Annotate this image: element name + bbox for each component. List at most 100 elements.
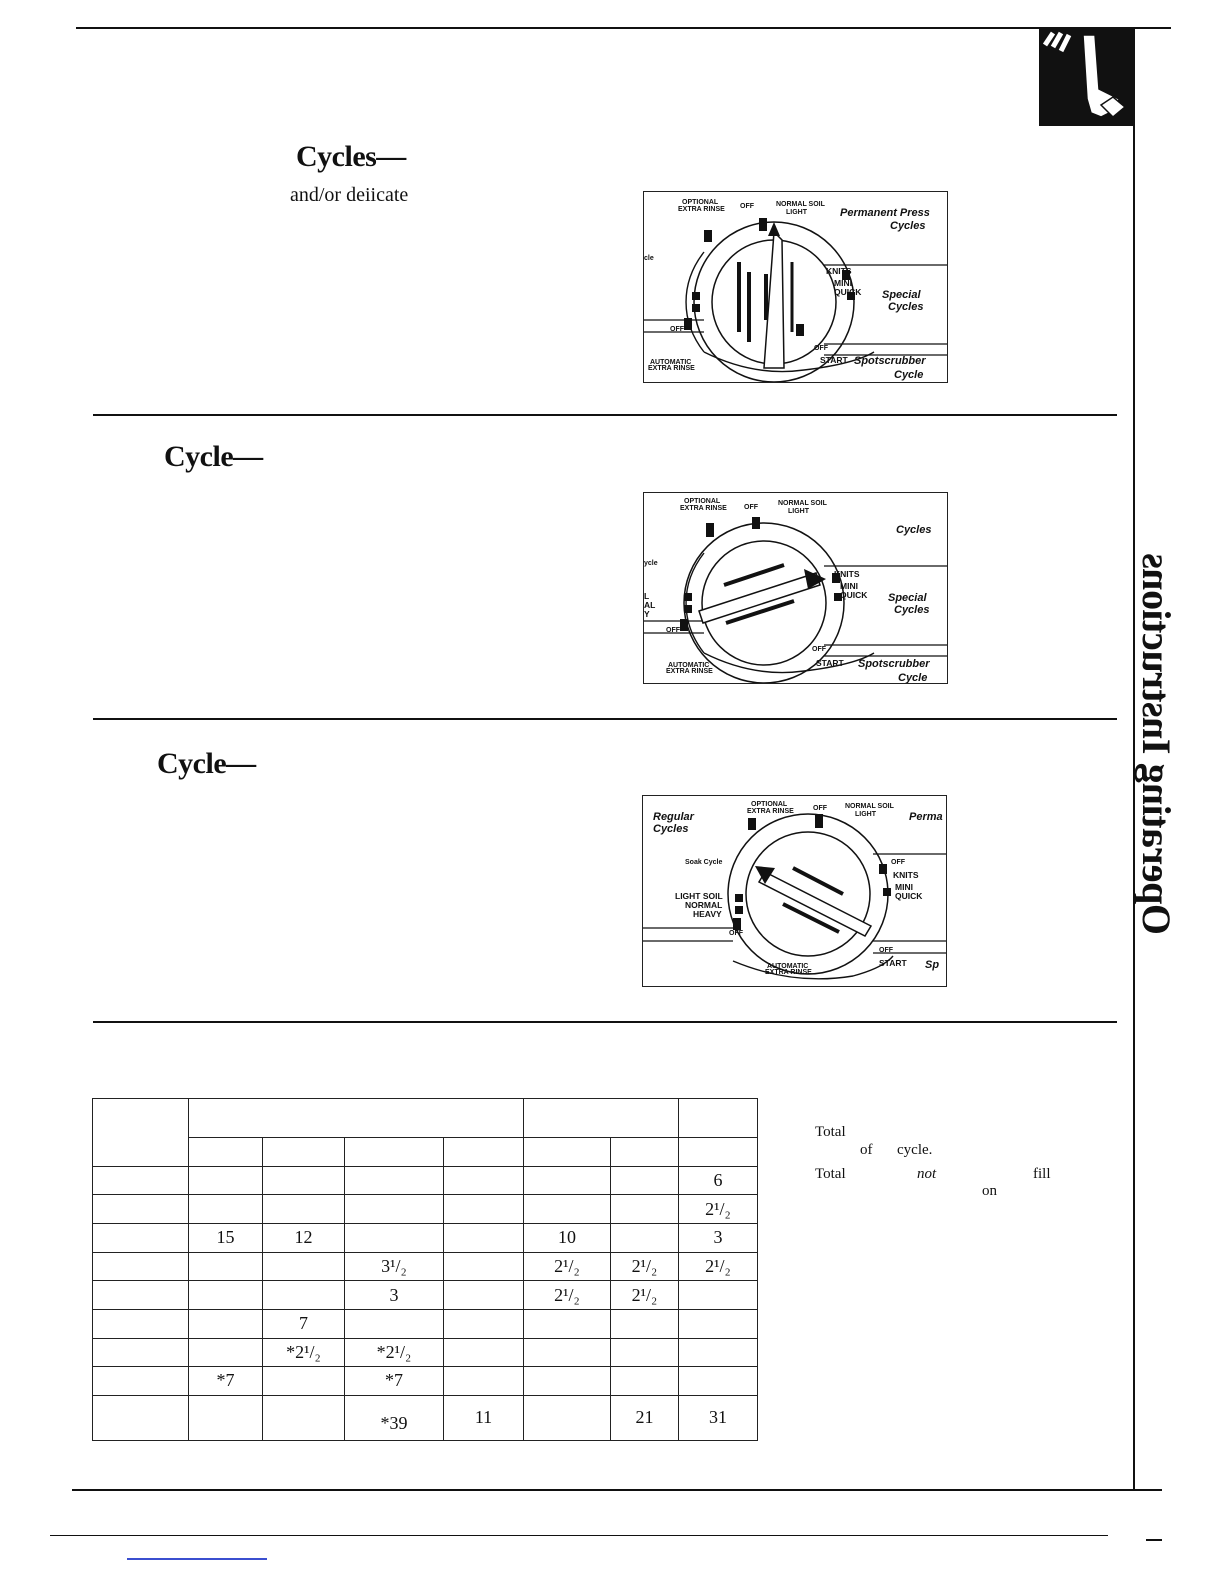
svg-text:Regular: Regular: [653, 811, 695, 823]
svg-text:OFF: OFF: [891, 859, 906, 866]
svg-text:OFF: OFF: [813, 805, 828, 812]
svg-text:HEAVY: HEAVY: [693, 909, 722, 919]
footer-dash: [1146, 1539, 1162, 1541]
footer-rule: [50, 1535, 1108, 1536]
svg-text:AUTOMATIC: AUTOMATIC: [767, 963, 808, 970]
table-header-row-2: [93, 1136, 758, 1167]
note-2-word-on: on: [982, 1183, 997, 1199]
svg-text:KNITS: KNITS: [834, 569, 860, 579]
svg-text:EXTRA RINSE: EXTRA RINSE: [680, 505, 727, 512]
table-header-row-1: [92, 1098, 758, 1167]
note-1-word-of: of: [860, 1142, 873, 1158]
svg-text:START: START: [820, 355, 849, 365]
note-1-word-total: Total: [815, 1124, 846, 1140]
svg-text:QUICK: QUICK: [895, 891, 923, 901]
svg-text:OFF: OFF: [670, 326, 685, 333]
dial-diagram-2: OPTIONAL EXTRA RINSE OFF NORMAL SOIL LIG…: [644, 498, 947, 683]
svg-text:LIGHT: LIGHT: [788, 508, 810, 515]
table-header-group-3: [678, 1098, 758, 1138]
svg-text:QUICK: QUICK: [834, 287, 862, 297]
svg-text:LIGHT SOIL: LIGHT SOIL: [675, 891, 723, 901]
svg-text:EXTRA RINSE: EXTRA RINSE: [765, 969, 812, 976]
svg-text:Cycles: Cycles: [896, 524, 931, 536]
svg-text:Cycles: Cycles: [890, 220, 925, 232]
svg-text:Cycles: Cycles: [888, 301, 923, 313]
dial-panel-permanent-press: OPTIONAL EXTRA RINSE OFF NORMAL SOIL LIG…: [643, 191, 948, 383]
svg-text:NORMAL: NORMAL: [685, 900, 722, 910]
svg-text:OFF: OFF: [812, 646, 827, 653]
table-header-group-2: [523, 1098, 679, 1138]
svg-text:OPTIONAL: OPTIONAL: [682, 199, 719, 206]
svg-text:LIGHT: LIGHT: [855, 811, 877, 818]
svg-text:Sp: Sp: [925, 959, 939, 971]
svg-text:Y: Y: [644, 609, 650, 619]
svg-text:NORMAL SOIL: NORMAL SOIL: [776, 201, 826, 208]
svg-text:Cycles: Cycles: [894, 604, 929, 616]
svg-text:Special: Special: [888, 592, 927, 604]
top-rule: [76, 27, 1171, 29]
svg-text:Cycle: Cycle: [894, 369, 923, 381]
dial-panel-soak: Regular Cycles OPTIONAL EXTRA RINSE OFF …: [642, 795, 947, 987]
svg-text:MINI: MINI: [840, 581, 858, 591]
section-1-heading: Cycles—: [296, 140, 406, 173]
section-rule-3: [93, 1021, 1117, 1023]
svg-text:NORMAL SOIL: NORMAL SOIL: [778, 500, 828, 507]
svg-text:OFF: OFF: [744, 504, 759, 511]
table-row: *2¹/₂ *2¹/₂: [92, 1337, 758, 1368]
svg-text:EXTRA RINSE: EXTRA RINSE: [678, 206, 725, 213]
svg-text:QUICK: QUICK: [840, 590, 868, 600]
section-1-subtext: and/or deiicate: [290, 184, 409, 206]
table-header-corner: [92, 1098, 189, 1167]
svg-text:OPTIONAL: OPTIONAL: [751, 801, 788, 808]
section-rule-1: [93, 414, 1117, 416]
table-row: 6: [92, 1165, 758, 1196]
dial-diagram-1: OPTIONAL EXTRA RINSE OFF NORMAL SOIL LIG…: [644, 199, 947, 382]
section-2-heading: Cycle—: [164, 440, 263, 473]
dial-panel-knits: OPTIONAL EXTRA RINSE OFF NORMAL SOIL LIG…: [643, 492, 948, 684]
side-vertical-rule: [1133, 125, 1135, 1491]
svg-text:MINI: MINI: [834, 278, 852, 288]
svg-text:Special: Special: [882, 289, 921, 301]
svg-text:OPTIONAL: OPTIONAL: [684, 498, 721, 505]
svg-text:OFF: OFF: [879, 947, 894, 954]
section-3-heading: Cycle—: [157, 747, 256, 780]
svg-text:KNITS: KNITS: [826, 266, 852, 276]
svg-text:EXTRA RINSE: EXTRA RINSE: [648, 365, 695, 372]
svg-text:Cycles: Cycles: [653, 823, 688, 835]
hand-pointer-icon: [1039, 27, 1135, 126]
svg-text:Spotscrubber: Spotscrubber: [854, 355, 926, 367]
section-rule-2: [93, 718, 1117, 720]
svg-text:Permanent Press: Permanent Press: [840, 207, 930, 219]
side-title: Operating Instructions: [1134, 553, 1179, 935]
svg-text:AUTOMATIC: AUTOMATIC: [650, 359, 691, 366]
svg-text:Cycle: Cycle: [898, 672, 927, 683]
svg-text:OFF: OFF: [729, 930, 744, 937]
table-row: *7 *7: [92, 1366, 758, 1396]
svg-text:START: START: [879, 958, 908, 968]
svg-text:AL: AL: [644, 600, 655, 610]
svg-text:OFF: OFF: [814, 345, 829, 352]
note-2-word-not: not: [917, 1166, 937, 1182]
note-2-word-fill: fill: [1033, 1166, 1051, 1182]
svg-text:MINI: MINI: [895, 882, 913, 892]
svg-text:NORMAL SOIL: NORMAL SOIL: [845, 803, 895, 810]
svg-text:L: L: [644, 591, 649, 601]
bottom-rule: [72, 1489, 1162, 1491]
svg-text:Perma: Perma: [909, 811, 943, 823]
dial-diagram-3: Regular Cycles OPTIONAL EXTRA RINSE OFF …: [643, 801, 946, 980]
note-2-word-total: Total: [815, 1166, 846, 1182]
svg-text:AUTOMATIC: AUTOMATIC: [668, 662, 709, 669]
table-row: 7: [92, 1308, 758, 1339]
svg-text:OFF: OFF: [666, 627, 681, 634]
svg-text:Spotscrubber: Spotscrubber: [858, 658, 930, 670]
svg-text:LIGHT: LIGHT: [786, 209, 808, 216]
table-row: 2¹/₂: [92, 1194, 758, 1224]
svg-text:OFF: OFF: [740, 203, 755, 210]
footer-blue-line: [127, 1558, 267, 1560]
note-1-word-cycle: cycle.: [897, 1142, 933, 1158]
svg-text:START: START: [816, 658, 845, 668]
svg-text:EXTRA RINSE: EXTRA RINSE: [747, 808, 794, 815]
